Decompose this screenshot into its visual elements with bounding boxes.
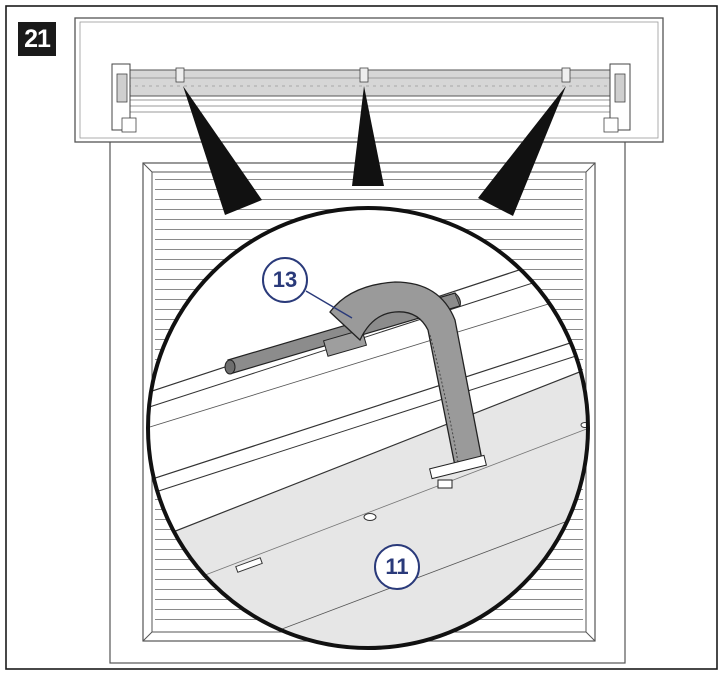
step-number-badge: 21 bbox=[18, 22, 56, 56]
magnified-detail bbox=[148, 208, 588, 648]
pointer-right bbox=[478, 86, 566, 216]
strap-clip-1 bbox=[175, 67, 185, 83]
strap-clip-3 bbox=[561, 67, 571, 83]
callout-13: 13 bbox=[262, 257, 308, 303]
magnifier-circle bbox=[146, 206, 590, 650]
strap bbox=[329, 281, 487, 489]
callout-13-leader bbox=[305, 290, 353, 319]
callout-11: 11 bbox=[374, 544, 420, 590]
roller-axle bbox=[127, 69, 613, 97]
strap-clip-2 bbox=[359, 67, 369, 83]
pointer-left bbox=[183, 86, 262, 215]
outer-frame bbox=[5, 5, 718, 670]
pointer-center bbox=[352, 86, 384, 186]
